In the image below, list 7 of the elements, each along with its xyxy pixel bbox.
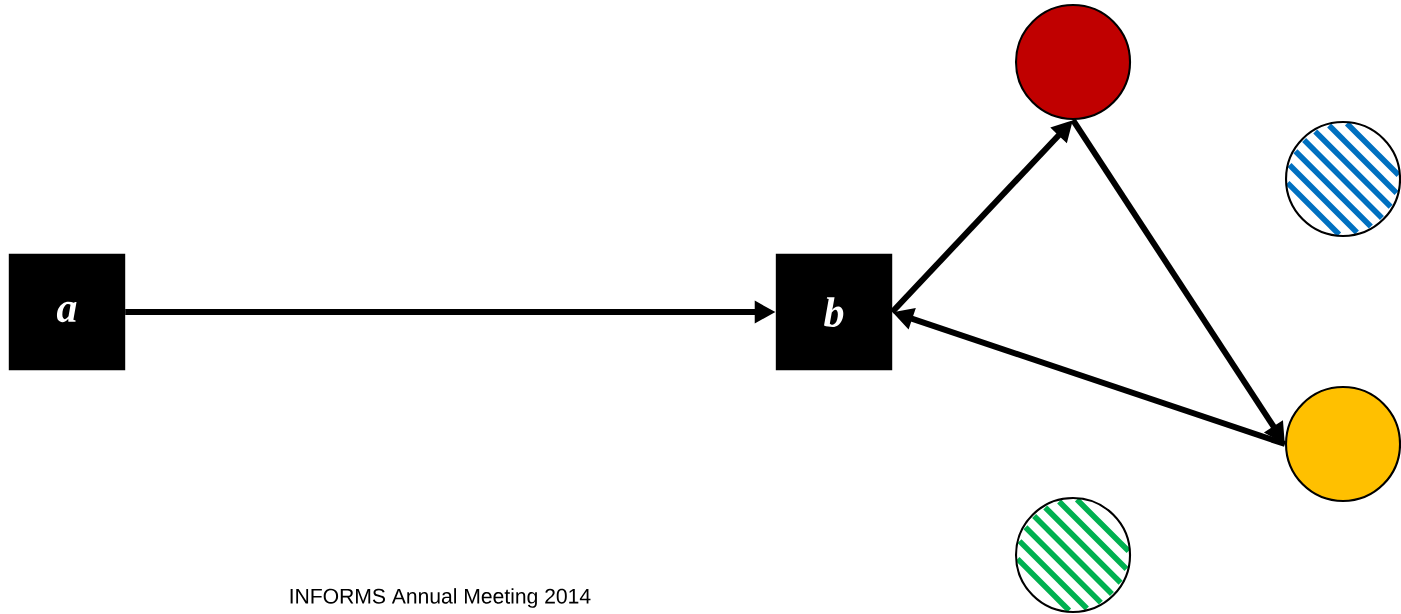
- square-node: a: [8, 253, 126, 371]
- hatched-circle: [1014, 496, 1132, 614]
- circle-node: [1014, 3, 1132, 121]
- circle-node: [1284, 385, 1401, 503]
- footer-text: INFORMS Annual Meeting 2014: [290, 588, 591, 608]
- square-node: b: [775, 253, 893, 371]
- hatched-circle: [1284, 120, 1401, 238]
